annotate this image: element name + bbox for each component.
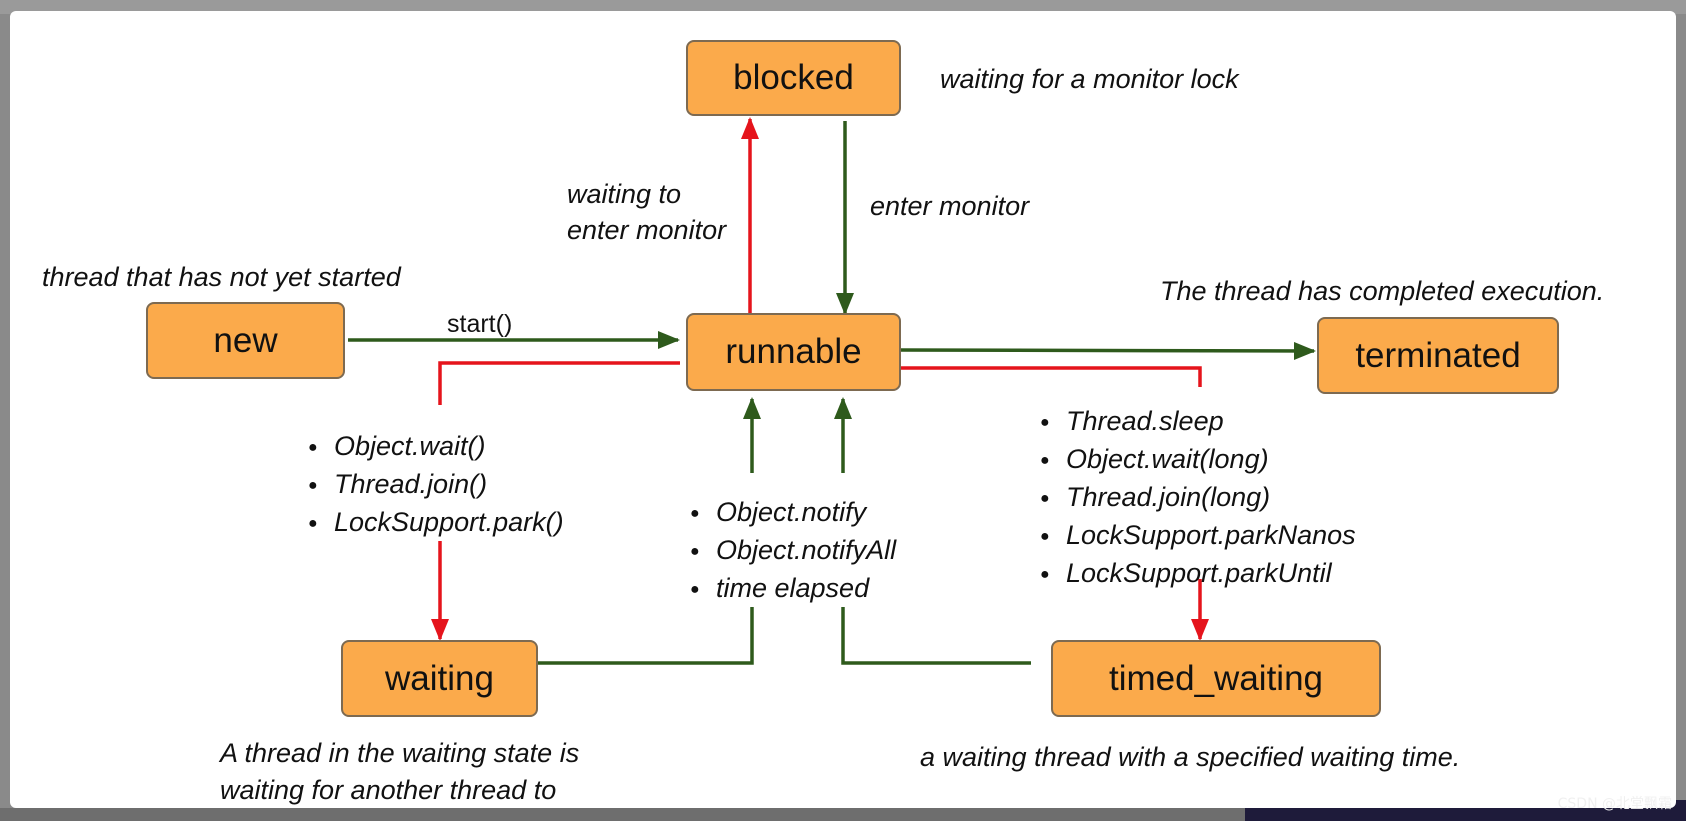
- watermark: CSDN @北堂飘霜: [1557, 796, 1672, 812]
- label-enter-monitor-red: enter monitor: [567, 215, 727, 245]
- arrow-runnable-to-terminated: [895, 341, 1316, 360]
- list-item: LockSupport.park(): [308, 504, 564, 542]
- description-terminated: The thread has completed execution.: [1160, 276, 1605, 306]
- description-timed-waiting: a waiting thread with a specified waitin…: [920, 742, 1461, 772]
- state-runnable: runnable: [686, 313, 901, 391]
- list-item: Object.notifyAll: [690, 532, 896, 570]
- list-item: time elapsed: [690, 570, 896, 608]
- list-item: LockSupport.parkUntil: [1040, 555, 1356, 593]
- list-item: Object.notify: [690, 494, 896, 532]
- description-waiting-line1: A thread in the waiting state is: [220, 738, 580, 768]
- list-item: Thread.sleep: [1040, 403, 1356, 441]
- state-blocked: blocked: [686, 40, 901, 116]
- waiting-methods-list: Object.wait() Thread.join() LockSupport.…: [308, 428, 564, 542]
- state-waiting: waiting: [341, 640, 538, 717]
- state-timed-waiting: timed_waiting: [1051, 640, 1381, 717]
- diagram-panel: blocked new runnable terminated waiting …: [10, 11, 1676, 808]
- arrow-timed-to-runnable-bottom: [841, 607, 1031, 665]
- timed-methods-list: Thread.sleep Object.wait(long) Thread.jo…: [1040, 403, 1356, 593]
- arrow-runnable-to-waiting-top: [438, 361, 680, 405]
- label-enter-monitor: enter monitor: [870, 191, 1030, 221]
- description-new: thread that has not yet started: [42, 262, 401, 292]
- list-item: Thread.join(long): [1040, 479, 1356, 517]
- notify-methods-list: Object.notify Object.notifyAll time elap…: [690, 494, 896, 608]
- label-start: start(): [447, 310, 513, 338]
- arrow-runnable-to-timed-top: [898, 366, 1202, 387]
- transition-arrows: [348, 117, 1316, 665]
- list-item: Object.wait(): [308, 428, 564, 466]
- list-item: LockSupport.parkNanos: [1040, 517, 1356, 555]
- list-item: Thread.join(): [308, 466, 564, 504]
- description-waiting-line2: waiting for another thread to: [220, 775, 557, 805]
- label-waiting-to: waiting to: [567, 179, 682, 209]
- browser-top-bar: [0, 0, 1686, 14]
- arrow-waiting-to-runnable-bottom: [535, 607, 754, 665]
- description-blocked: waiting for a monitor lock: [940, 64, 1239, 94]
- list-item: Object.wait(long): [1040, 441, 1356, 479]
- state-new: new: [146, 302, 345, 379]
- state-terminated: terminated: [1317, 317, 1559, 394]
